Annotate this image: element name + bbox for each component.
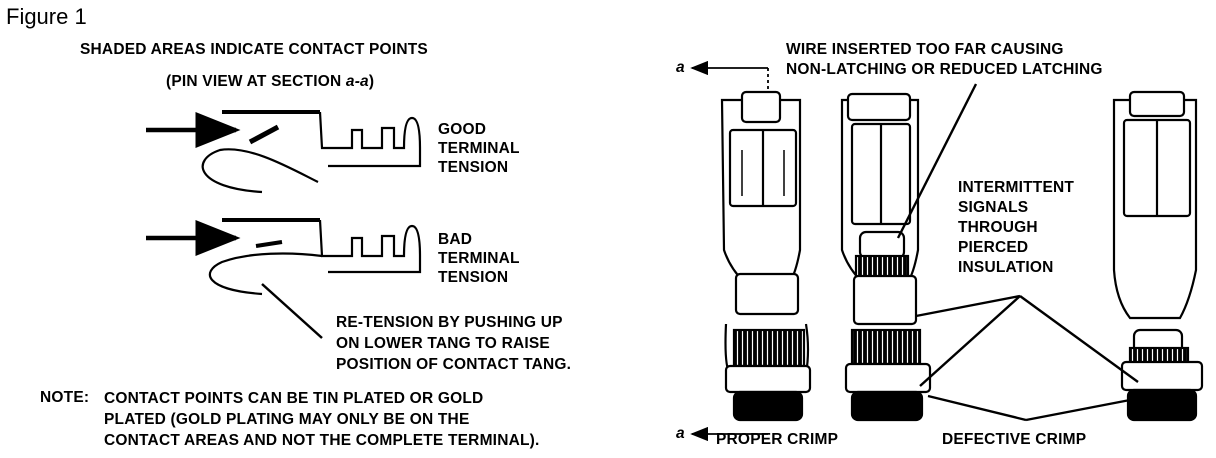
wire-inserted-line: NON-LATCHING OR REDUCED LATCHING — [786, 61, 1103, 78]
retension-leader — [261, 283, 323, 339]
wire-inserted-leader — [896, 83, 978, 239]
wire-inserted-label: WIRE INSERTED TOO FAR CAUSING NON-LATCHI… — [786, 40, 1103, 80]
good-lower-tang — [248, 124, 280, 145]
bad-tension-line: TENSION — [438, 269, 509, 286]
note-line: CONTACT POINTS CAN BE TIN PLATED OR GOLD — [104, 390, 484, 407]
bad-lower-tang — [255, 240, 283, 248]
retension-line: POSITION OF CONTACT TANG. — [336, 356, 572, 373]
leader-lines — [896, 83, 1139, 422]
contact-points-heading: SHADED AREAS INDICATE CONTACT POINTS — [80, 41, 428, 58]
wire-inserted-line: WIRE INSERTED TOO FAR CAUSING — [786, 41, 1064, 58]
note-text: CONTACT POINTS CAN BE TIN PLATED OR GOLD… — [104, 388, 540, 451]
note-label: NOTE: — [40, 389, 90, 406]
intermittent-leader-right — [1019, 295, 1139, 383]
overinserted-wire-end — [858, 230, 906, 260]
retension-line: RE-TENSION BY PUSHING UP — [336, 314, 563, 331]
note-line: CONTACT AREAS AND NOT THE COMPLETE TERMI… — [104, 432, 540, 449]
intermittent-leader-left — [915, 294, 1021, 318]
bad-wire-loop — [209, 252, 323, 296]
good-tension-line: TENSION — [438, 159, 509, 176]
section-subheading-id: a-a — [345, 73, 369, 90]
overinserted-knurl-top — [854, 254, 910, 280]
section-subheading: (PIN VIEW AT SECTION a-a) — [166, 72, 374, 91]
section-subheading-prefix: (PIN VIEW AT SECTION — [166, 73, 346, 90]
bad-terminal-illustration — [146, 218, 422, 339]
figure-label: Figure 1 — [6, 4, 87, 29]
intermittent-leader-mid — [919, 295, 1021, 387]
defective-crimp-label: DEFECTIVE CRIMP — [942, 431, 1087, 448]
good-contact-tang — [222, 110, 320, 114]
connector-pierced — [1112, 90, 1204, 422]
proper-knurl — [732, 328, 806, 368]
bad-tension-line: TERMINAL — [438, 250, 520, 267]
bad-contact-tang — [222, 218, 320, 222]
pierced-lower-band — [1120, 360, 1204, 392]
connector-proper-crimp — [720, 90, 812, 422]
good-terminal-illustration — [146, 110, 422, 194]
retension-line: ON LOWER TANG TO RAISE — [336, 335, 550, 352]
intermittent-line: PIERCED — [958, 239, 1029, 256]
intermittent-label: INTERMITTENT SIGNALS THROUGH PIERCED INS… — [958, 178, 1074, 278]
connector-overinserted — [840, 92, 932, 422]
retension-note: RE-TENSION BY PUSHING UP ON LOWER TANG T… — [336, 312, 571, 375]
section-subheading-suffix: ) — [368, 73, 375, 90]
good-terminal-body — [318, 111, 422, 168]
overinserted-top-tab — [846, 92, 912, 122]
intermittent-line: THROUGH — [958, 219, 1038, 236]
note-line: PLATED (GOLD PLATING MAY ONLY BE ON THE — [104, 411, 470, 428]
pierced-top-tab — [1128, 90, 1186, 118]
pierced-wire — [1126, 388, 1198, 422]
good-tension-line: GOOD — [438, 121, 487, 138]
defective-leader-left — [927, 394, 1027, 422]
bad-tension-label: BAD TERMINAL TENSION — [438, 230, 520, 287]
proper-wire — [732, 390, 804, 422]
intermittent-line: INTERMITTENT — [958, 179, 1075, 196]
intermittent-line: SIGNALS — [958, 199, 1029, 216]
section-marker-top: a — [676, 59, 685, 76]
bad-tension-line: BAD — [438, 231, 473, 248]
proper-lower-band — [724, 364, 812, 394]
good-tension-line: TERMINAL — [438, 140, 520, 157]
bad-terminal-body — [318, 219, 422, 274]
defective-leader-right — [1025, 398, 1131, 422]
good-tension-label: GOOD TERMINAL TENSION — [438, 120, 520, 177]
proper-top-tab — [740, 90, 782, 124]
good-wire-loop — [201, 148, 319, 194]
proper-insulation-crimp — [734, 272, 800, 316]
overinserted-lower-band — [844, 362, 932, 394]
overinserted-knurl — [850, 328, 922, 366]
proper-crimp-label: PROPER CRIMP — [716, 431, 839, 448]
intermittent-line: INSULATION — [958, 259, 1054, 276]
section-marker-bottom: a — [676, 425, 685, 442]
overinserted-insulation-crimp — [852, 274, 918, 326]
overinserted-wire — [850, 390, 924, 422]
